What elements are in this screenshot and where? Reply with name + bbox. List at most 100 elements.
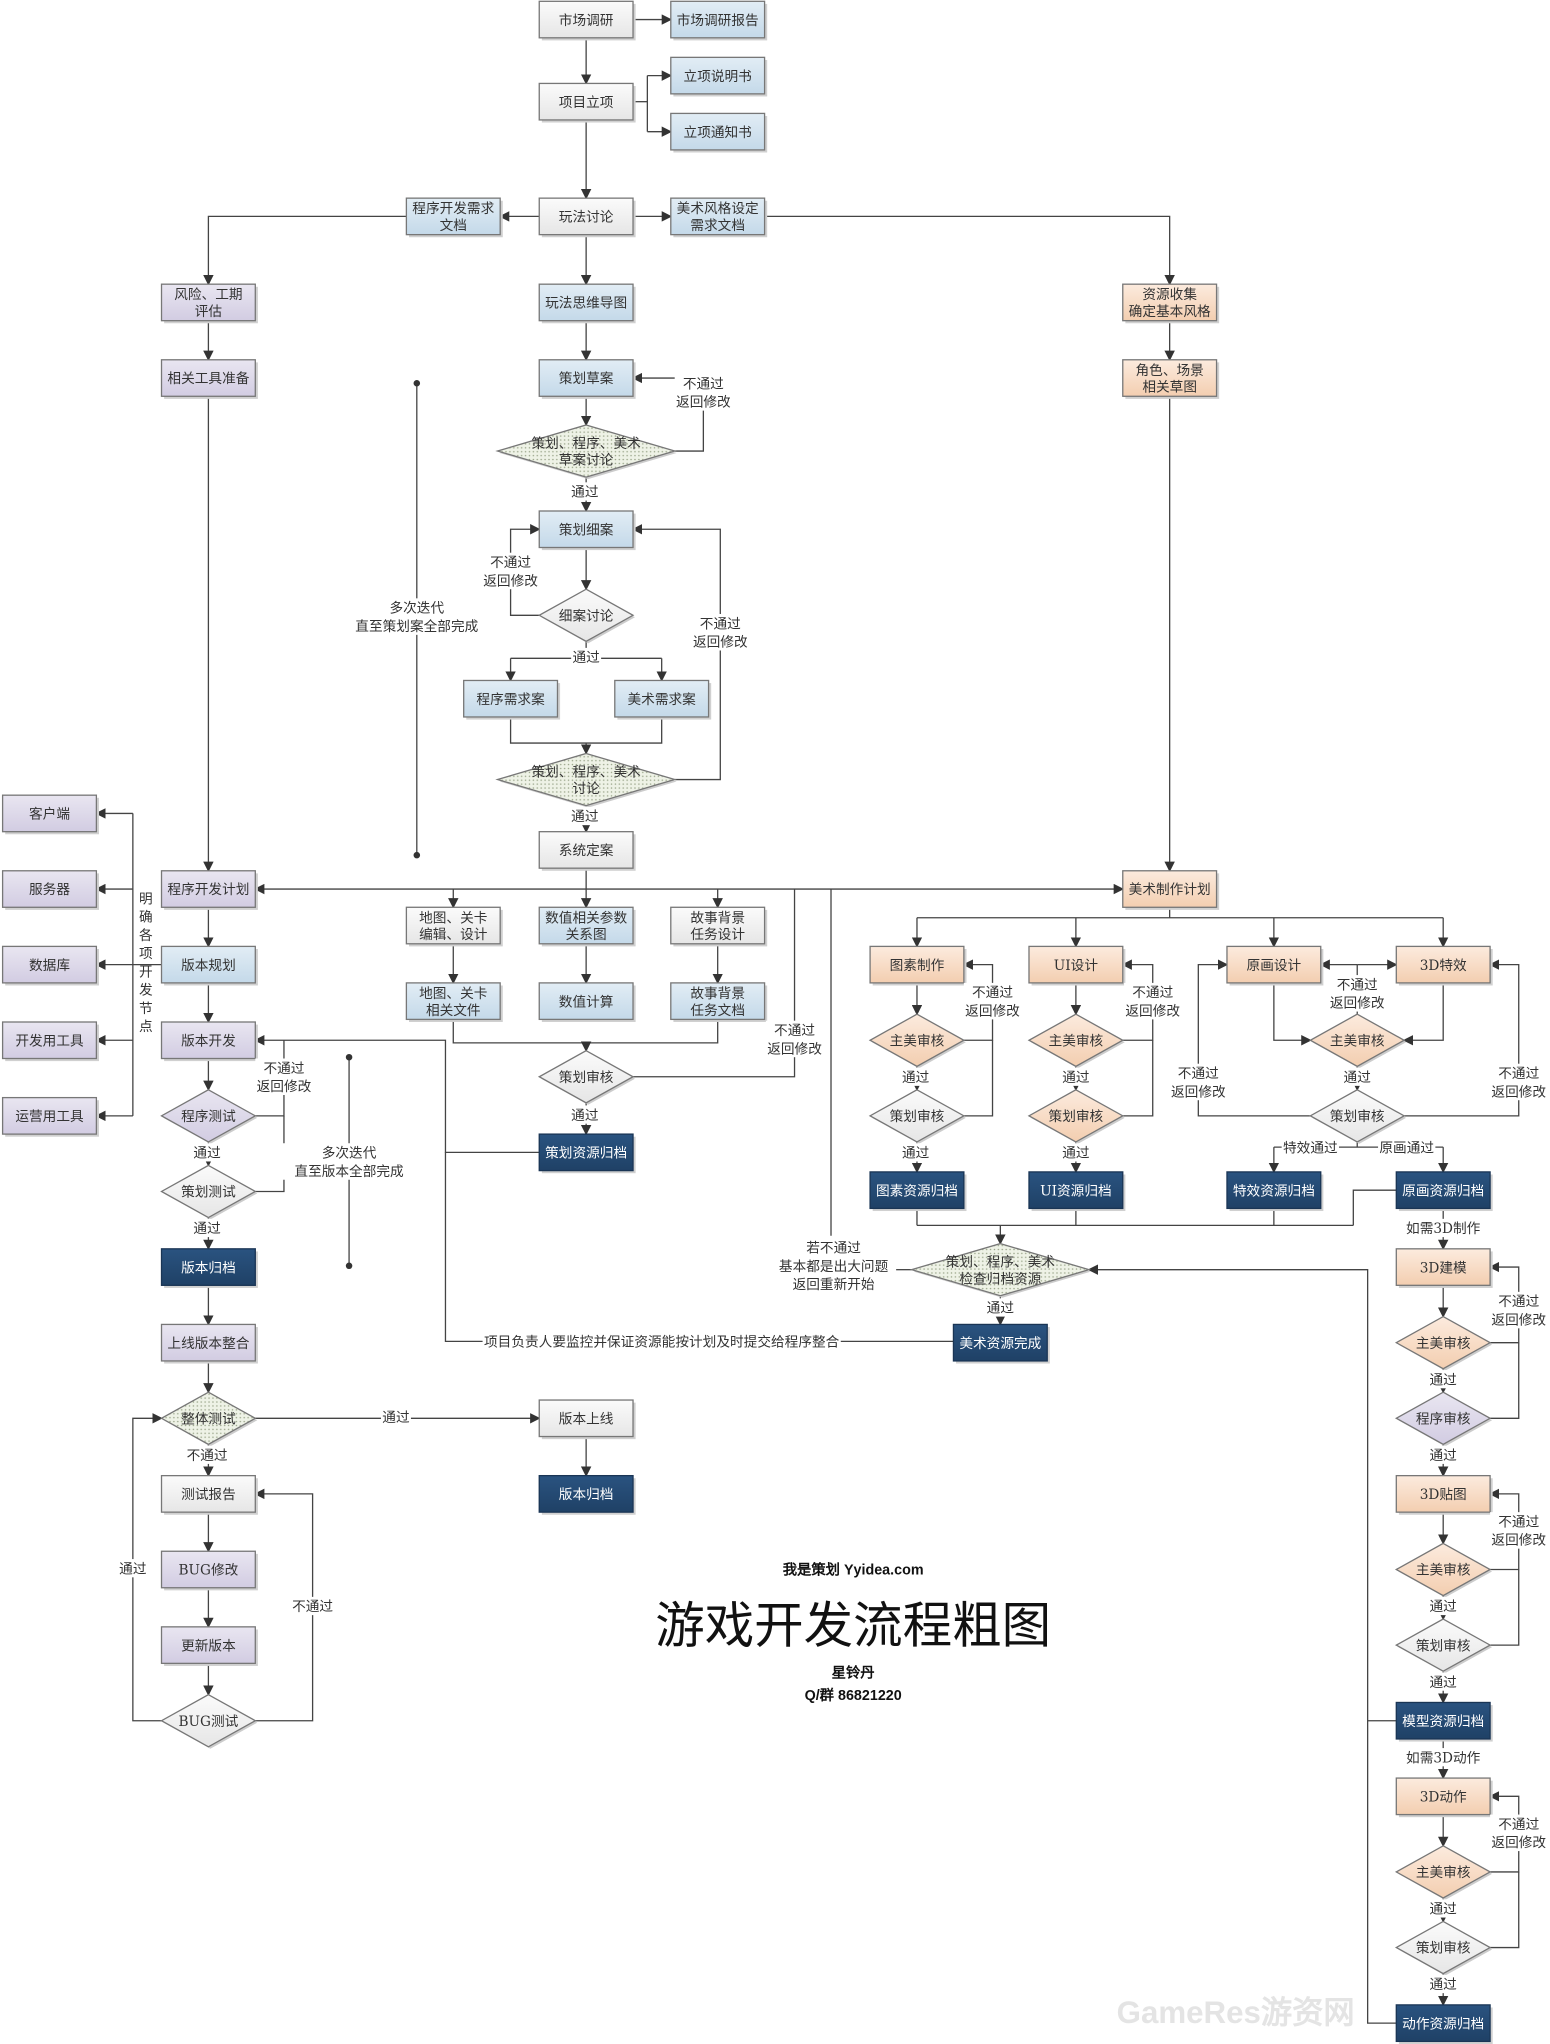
- node-label: 风险、工期: [174, 287, 242, 303]
- process-c1[interactable]: 客户端: [1, 794, 99, 835]
- decision-d20[interactable]: 主美审核: [1394, 1845, 1493, 1900]
- decision-d10[interactable]: 策划审核: [868, 1089, 966, 1144]
- process-n13[interactable]: 策划草案: [538, 359, 636, 399]
- process-n38[interactable]: UI设计: [1028, 945, 1126, 986]
- label-background: [1400, 1218, 1486, 1238]
- line-connector: [963, 1040, 994, 1117]
- node-label: 市场调研: [559, 12, 614, 29]
- process-n33[interactable]: 版本归档: [538, 1474, 636, 1515]
- label-background: [255, 1058, 313, 1095]
- process-n46[interactable]: 3D建模: [1395, 1248, 1493, 1288]
- decision-d2[interactable]: 细案讨论: [537, 588, 635, 644]
- process-n2[interactable]: 市场调研报告: [670, 0, 768, 41]
- decision-d14[interactable]: 策划审核: [1308, 1089, 1407, 1144]
- process-n48[interactable]: 模型资源归档: [1395, 1701, 1493, 1742]
- decision-d16[interactable]: 主美审核: [1394, 1315, 1493, 1371]
- decision-d19[interactable]: 策划审核: [1394, 1618, 1493, 1674]
- process-c3[interactable]: 数据库: [1, 945, 99, 986]
- process-c4[interactable]: 开发用工具: [1, 1021, 99, 1062]
- decision-d17[interactable]: 程序审核: [1394, 1391, 1493, 1447]
- process-n29[interactable]: 版本开发: [160, 1021, 258, 1062]
- edge-label: 通过: [900, 1143, 931, 1162]
- process-box: [160, 359, 256, 397]
- process-box: [160, 870, 256, 908]
- process-n15[interactable]: 策划细案: [538, 510, 636, 551]
- edge-label-text: 特效通过: [1283, 1140, 1338, 1156]
- process-n44[interactable]: 原画资源归档: [1395, 1171, 1493, 1212]
- decision-d11[interactable]: 主美审核: [1027, 1013, 1125, 1069]
- decision-diamond: [1394, 1391, 1492, 1446]
- process-n40[interactable]: 3D特效: [1395, 945, 1493, 986]
- line-connector: [1122, 1040, 1154, 1117]
- label-background: [1428, 1672, 1459, 1691]
- edge-label-text: 不通过: [683, 376, 724, 392]
- process-n42[interactable]: UI资源归档: [1028, 1171, 1126, 1212]
- decision-d7[interactable]: 整体测试: [160, 1391, 258, 1447]
- node-label: 主美审核: [1416, 1336, 1471, 1352]
- decision-d6[interactable]: 策划测试: [160, 1164, 258, 1220]
- process-c5[interactable]: 运营用工具: [1, 1096, 99, 1137]
- process-n45[interactable]: 美术资源完成: [952, 1323, 1050, 1364]
- process-n17[interactable]: 美术需求案: [614, 679, 712, 720]
- decision-d5[interactable]: 程序测试: [160, 1089, 258, 1144]
- node-label: 策划审核: [890, 1108, 945, 1125]
- edge-label: 通过: [1428, 1445, 1459, 1464]
- decision-d13[interactable]: 主美审核: [1308, 1013, 1407, 1069]
- decision-d18[interactable]: 主美审核: [1394, 1542, 1493, 1598]
- process-n10[interactable]: 玩法思维导图: [538, 283, 636, 324]
- decision-d4[interactable]: 策划审核: [537, 1049, 635, 1105]
- decision-d9[interactable]: 主美审核: [868, 1013, 966, 1069]
- watermark: GameRes游资网: [1117, 1995, 1355, 2030]
- iteration-note-version: 直至版本全部完成: [294, 1163, 404, 1180]
- process-n31[interactable]: 上线版本整合: [160, 1323, 258, 1364]
- decision-diamond: [537, 1049, 635, 1104]
- process-n3[interactable]: 项目立项: [538, 82, 636, 123]
- process-n30[interactable]: 版本归档: [160, 1248, 258, 1288]
- process-n16[interactable]: 程序需求案: [463, 679, 561, 720]
- decision-d21[interactable]: 策划审核: [1394, 1920, 1493, 1976]
- process-n49[interactable]: 3D动作: [1395, 1777, 1493, 1818]
- process-n18[interactable]: 系统定案: [538, 831, 636, 871]
- process-n47[interactable]: 3D贴图: [1395, 1474, 1493, 1515]
- process-n6[interactable]: 玩法讨论: [538, 197, 636, 238]
- process-n19[interactable]: 程序开发计划: [160, 870, 258, 910]
- process-n32[interactable]: 版本上线: [538, 1399, 636, 1440]
- process-n12[interactable]: 相关工具准备: [160, 359, 258, 399]
- process-n5[interactable]: 立项通知书: [670, 112, 768, 153]
- process-n27[interactable]: 策划资源归档: [538, 1133, 636, 1174]
- process-n25[interactable]: 数值计算: [538, 982, 636, 1022]
- decision-d8[interactable]: BUG测试: [160, 1693, 258, 1749]
- process-n20[interactable]: 美术制作计划: [1122, 870, 1220, 910]
- process-box: [538, 831, 634, 869]
- decision-d12[interactable]: 策划审核: [1027, 1089, 1125, 1144]
- edge-label-text: 通过: [382, 1410, 410, 1426]
- process-c2[interactable]: 服务器: [1, 870, 99, 910]
- process-n4[interactable]: 立项说明书: [670, 56, 768, 97]
- process-n37[interactable]: 图素制作: [869, 945, 967, 986]
- node-label: 任务文档: [690, 1003, 745, 1019]
- process-n39[interactable]: 原画设计: [1226, 945, 1324, 986]
- process-n41[interactable]: 图素资源归档: [869, 1171, 967, 1212]
- process-n28[interactable]: 版本规划: [160, 945, 258, 986]
- process-n43[interactable]: 特效资源归档: [1226, 1171, 1324, 1212]
- process-n1[interactable]: 市场调研: [538, 0, 636, 41]
- process-n34[interactable]: 测试报告: [160, 1474, 258, 1515]
- process-n35[interactable]: BUG修改: [160, 1550, 258, 1591]
- process-n50[interactable]: 动作资源归档: [1395, 2004, 1493, 2044]
- process-n36[interactable]: 更新版本: [160, 1626, 258, 1666]
- node-label: 立项说明书: [684, 69, 752, 85]
